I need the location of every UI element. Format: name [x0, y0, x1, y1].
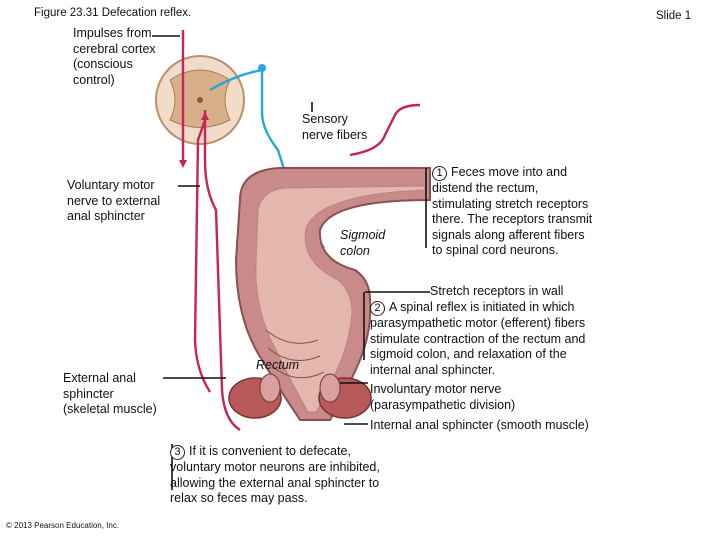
- slide-label: Slide 1: [656, 10, 692, 22]
- figure-title: Figure 23.31 Defecation reflex.: [34, 7, 192, 19]
- copyright: © 2013 Pearson Education, Inc.: [6, 521, 120, 530]
- sigmoid-colon-label: Sigmoid colon: [340, 228, 386, 258]
- voluntary-motor-label: Voluntary motor nerve to external anal s…: [67, 178, 161, 223]
- motor-nerve-path: [181, 30, 421, 432]
- motor-nerve-arrows: [179, 112, 209, 168]
- involuntary-motor-label: Involuntary motor nerve (parasympathetic…: [370, 382, 516, 412]
- internal-sphincter-label: Internal anal sphincter (smooth muscle): [370, 418, 589, 432]
- sigmoid-colon: [234, 167, 431, 421]
- anal-sphincters: [228, 373, 372, 419]
- step-2-number: 2: [370, 301, 385, 316]
- external-sphincter-label: External anal sphincter (skeletal muscle…: [63, 371, 157, 416]
- rectum-muscle: [265, 329, 325, 379]
- stretch-receptors-label: Stretch receptors in wall: [430, 284, 564, 298]
- step-1-number: 1: [432, 166, 447, 181]
- step-3-number: 3: [170, 445, 185, 460]
- sensory-fibers-label: Sensory nerve fibers: [302, 112, 368, 142]
- sensory-ganglion: [258, 64, 266, 72]
- step-2-text: A spinal reflex is initiated in which pa…: [370, 300, 586, 377]
- impulses-label: Impulses from cerebral cortex (conscious…: [73, 26, 156, 87]
- step-3-text: If it is convenient to defecate, volunta…: [170, 444, 380, 505]
- rectum-label: Rectum: [256, 358, 300, 372]
- step-1-text: Feces move into and distend the rectum, …: [432, 165, 593, 257]
- spinal-cord: [155, 55, 245, 145]
